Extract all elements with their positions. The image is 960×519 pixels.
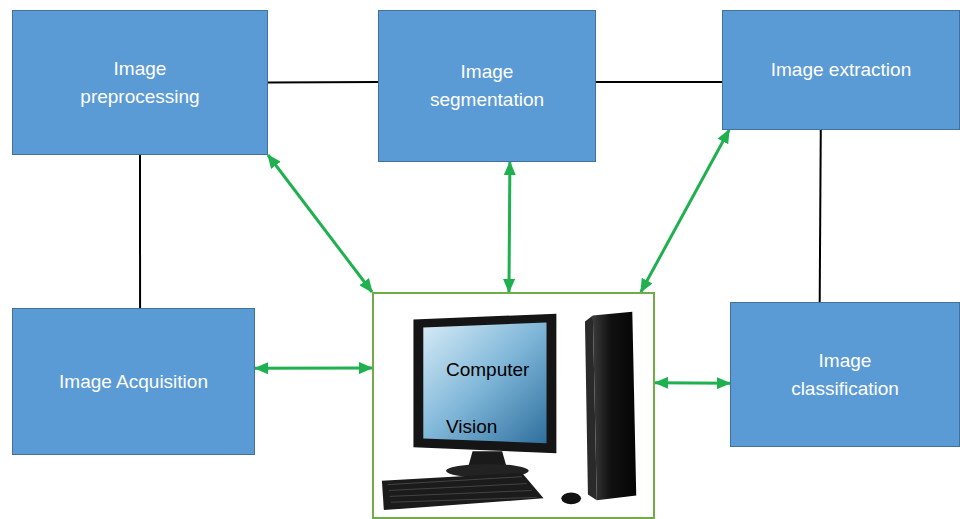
double-arrow: [641, 130, 729, 292]
double-arrow: [655, 381, 730, 384]
link-line: [139, 155, 141, 308]
process-box: Image classification: [730, 302, 960, 447]
box-label: Image classification: [765, 347, 925, 402]
double-arrow: [255, 367, 372, 370]
box-label: Image extraction: [771, 56, 911, 84]
process-box: Image extraction: [722, 10, 960, 130]
box-label: Image segmentation: [417, 58, 557, 113]
process-box: Image segmentation: [378, 10, 596, 162]
process-box: Image Acquisition: [12, 308, 255, 455]
screen-label: Computer Vision: [446, 341, 551, 455]
double-arrow: [507, 162, 511, 292]
computer-vision-box: Computer Vision: [372, 292, 655, 519]
box-label: Image preprocessing: [70, 55, 210, 110]
box-label: Image Acquisition: [59, 368, 208, 396]
process-box: Image preprocessing: [12, 10, 268, 155]
link-line: [268, 81, 378, 83]
link-line: [820, 130, 821, 302]
double-arrow: [268, 155, 372, 292]
link-line: [596, 81, 722, 83]
computer-illustration: [374, 294, 653, 517]
